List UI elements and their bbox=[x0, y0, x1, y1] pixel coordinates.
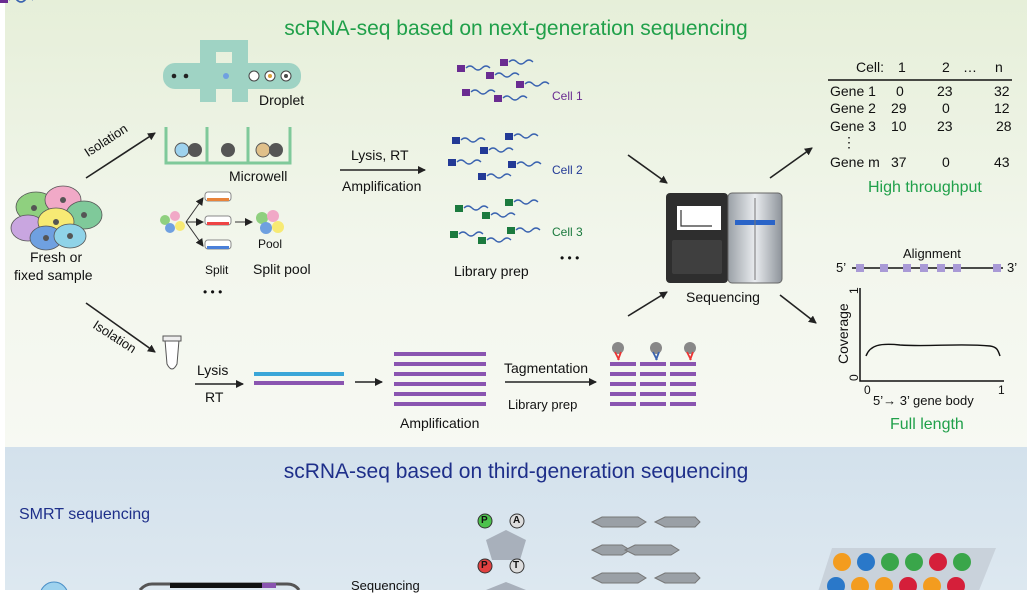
coverage-ylabel: Coverage bbox=[835, 303, 851, 364]
rt-label: RT bbox=[205, 389, 224, 405]
nucleotide-p2: P bbox=[481, 560, 488, 571]
matrix-cell: 0 bbox=[896, 83, 904, 99]
matrix-cell: 23 bbox=[937, 118, 953, 134]
coverage-y0: 0 bbox=[847, 374, 861, 381]
methods-ellipsis: • • • bbox=[203, 285, 223, 299]
coverage-x0: 0 bbox=[864, 383, 871, 397]
matrix-cell: 0 bbox=[942, 100, 950, 116]
matrix-cell: 12 bbox=[994, 100, 1010, 116]
alignment-label: Alignment bbox=[903, 246, 961, 261]
nucleotide-a: A bbox=[513, 515, 521, 526]
high-throughput-label: High throughput bbox=[868, 179, 982, 196]
expression-matrix: Cell: 1 2 … n Gene 1 0 23 32 Gene 2 29 0… bbox=[830, 60, 1020, 172]
library-prep-bottom-label: Library prep bbox=[508, 397, 578, 412]
droplet-chip-icon bbox=[163, 40, 301, 102]
tagmentation-label: Tagmentation bbox=[504, 360, 589, 376]
barcoded-read bbox=[480, 147, 514, 154]
transposase-icon bbox=[612, 342, 696, 361]
matrix-row-gene: Gene 3 bbox=[830, 118, 876, 134]
matrix-header-dots: … bbox=[963, 59, 977, 75]
barcoded-read bbox=[462, 89, 496, 96]
barcoded-read bbox=[448, 159, 482, 166]
barcoded-read bbox=[457, 65, 491, 72]
barcoded-read bbox=[507, 227, 541, 234]
matrix-cell: 29 bbox=[891, 100, 907, 116]
matrix-cell: 23 bbox=[937, 83, 953, 99]
barcoded-read bbox=[486, 72, 520, 79]
coverage-plot bbox=[859, 288, 1004, 382]
full-length-label: Full length bbox=[890, 416, 964, 433]
barcoded-read bbox=[500, 59, 534, 66]
barcoded-read bbox=[516, 81, 550, 88]
library-prep-label: Library prep bbox=[454, 263, 529, 279]
amplification-label: Amplification bbox=[342, 178, 422, 194]
cell3-label: Cell 3 bbox=[552, 225, 583, 239]
amplicon-bars bbox=[394, 352, 486, 406]
nucleotide-icons bbox=[477, 513, 526, 590]
split-pool-label: Split pool bbox=[253, 261, 311, 277]
matrix-cell: 28 bbox=[996, 118, 1012, 134]
microwell-label: Microwell bbox=[229, 168, 288, 184]
lysis-label: Lysis bbox=[197, 362, 229, 378]
sequencer-icon bbox=[666, 192, 783, 284]
alignment-icon bbox=[852, 264, 1003, 272]
matrix-header-c2: 2 bbox=[942, 59, 950, 75]
amplification-bottom-label: Amplification bbox=[400, 415, 480, 431]
cell2-label: Cell 2 bbox=[552, 163, 583, 177]
split-pool-icon bbox=[160, 191, 284, 250]
matrix-cell: 37 bbox=[891, 154, 907, 170]
cell1-reads bbox=[0, 0, 33, 3]
barcoded-read bbox=[505, 133, 539, 140]
coverage-xlabel: 5’→ 3’ gene body bbox=[873, 393, 974, 408]
barcoded-read bbox=[478, 173, 512, 180]
sequencing-bottom-label: Sequencing bbox=[351, 578, 420, 593]
matrix-cell: 0 bbox=[942, 154, 950, 170]
barcoded-read bbox=[452, 137, 486, 144]
matrix-header-label: Cell: bbox=[856, 59, 885, 75]
barcoded-read bbox=[478, 237, 512, 244]
coverage-y1: 1 bbox=[847, 287, 861, 294]
sequencing-label: Sequencing bbox=[686, 289, 760, 305]
ngs-title: scRNA-seq based on next-generation seque… bbox=[284, 17, 748, 40]
sample-label: Fresh or bbox=[30, 249, 83, 265]
smrt-molecule-icon bbox=[40, 581, 301, 590]
nucleotide-p1: P bbox=[481, 515, 488, 526]
matrix-header-cn: n bbox=[995, 59, 1003, 75]
split-label: Split bbox=[205, 263, 229, 277]
barcoded-read bbox=[494, 95, 528, 102]
matrix-row-gene: Gene 1 bbox=[830, 83, 876, 99]
barcoded-read bbox=[505, 199, 539, 206]
barcoded-read bbox=[450, 231, 484, 238]
cells-ellipsis: • • • bbox=[560, 251, 580, 265]
barcoded-read bbox=[482, 212, 516, 219]
sample-cells-icon bbox=[10, 185, 103, 251]
lysis-rt-label: Lysis, RT bbox=[351, 147, 409, 163]
droplet-label: Droplet bbox=[259, 92, 305, 108]
five-prime-label: 5’ bbox=[836, 260, 847, 275]
matrix-vdots: ⋮ bbox=[842, 134, 856, 150]
microwell-icon bbox=[164, 127, 292, 165]
cell1-label: Cell 1 bbox=[552, 89, 583, 103]
tube-icon bbox=[162, 335, 182, 370]
zmw-wells-icon bbox=[590, 516, 701, 584]
three-prime-label: 3’ bbox=[1007, 260, 1018, 275]
matrix-cell: 32 bbox=[994, 83, 1010, 99]
matrix-row-gene: Gene m bbox=[830, 154, 880, 170]
tagmented-fragments bbox=[610, 362, 696, 406]
nucleotide-t: T bbox=[513, 560, 520, 571]
barcoded-read bbox=[455, 205, 489, 212]
matrix-header-c1: 1 bbox=[898, 59, 906, 75]
pool-label: Pool bbox=[258, 237, 283, 251]
smrt-label: SMRT sequencing bbox=[19, 506, 151, 523]
matrix-cell: 10 bbox=[891, 118, 907, 134]
barcoded-read bbox=[508, 161, 542, 168]
coverage-x1: 1 bbox=[998, 383, 1005, 397]
colored-dots-array bbox=[818, 548, 996, 590]
matrix-cell: 43 bbox=[994, 154, 1010, 170]
matrix-row-gene: Gene 2 bbox=[830, 100, 876, 116]
sample-label-2: fixed sample bbox=[14, 267, 93, 283]
tgs-title: scRNA-seq based on third-generation sequ… bbox=[283, 460, 749, 483]
